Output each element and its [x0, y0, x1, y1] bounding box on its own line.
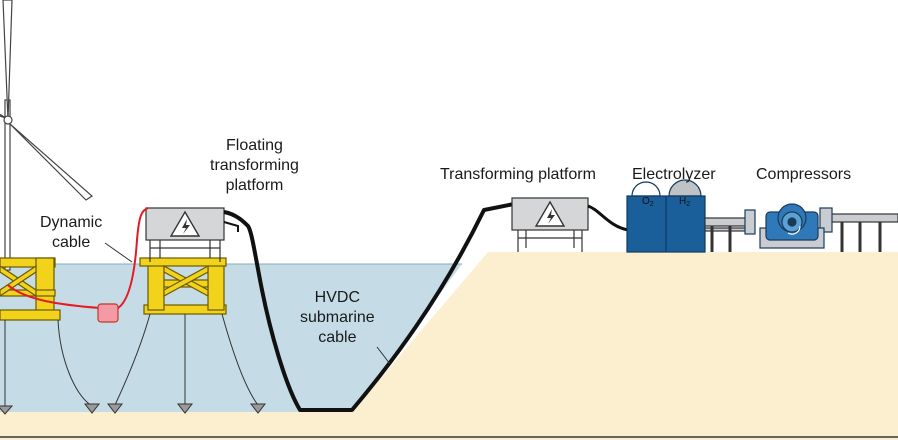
gas-pipeline — [704, 213, 898, 252]
pump-icon — [787, 225, 801, 235]
hvdc-submarine-cable — [223, 202, 515, 412]
h2-label: H2 — [679, 196, 690, 208]
floating-platform-label-line-3: platform — [225, 177, 284, 194]
compressor — [744, 203, 833, 249]
electrolyzer — [626, 179, 706, 253]
anchor-icon — [0, 403, 101, 415]
turbine-floating-platform — [0, 257, 61, 321]
hvdc-cable-label: HVDC submarine cable — [300, 288, 375, 348]
land — [0, 252, 898, 440]
o2-label: O2 — [642, 196, 654, 208]
floating-transforming-platform — [106, 207, 267, 414]
hvdc-cable-label-line-3: cable — [318, 329, 357, 346]
dynamic-cable-label-line-2: cable — [51, 234, 91, 251]
hvdc-cable-return — [223, 221, 239, 232]
floating-platform-label-line-2: transforming — [210, 157, 299, 174]
dynamic-cable-pointer — [104, 242, 133, 263]
compressors-label: Compressors — [756, 166, 852, 183]
cable-connector — [97, 303, 119, 323]
hvdc-cable-label-line-1: HVDC — [314, 289, 361, 306]
dynamic-cable-label: Dynamic cable — [40, 213, 102, 253]
turbine-mooring-lines — [4, 319, 93, 410]
sea — [0, 264, 462, 412]
floating-platform-label-line-1: Floating — [226, 137, 283, 154]
onshore-transforming-platform — [511, 197, 589, 252]
dynamic-cable-label-line-1: Dynamic — [40, 214, 103, 231]
electrolyzer-label: Electrolyzer — [632, 166, 716, 183]
high-voltage-icon — [169, 210, 201, 237]
transformer-to-electrolyzer-cable — [587, 204, 629, 232]
floating-platform-label: Floating transforming platform — [210, 136, 299, 196]
wind-turbine-icon — [0, 0, 93, 271]
hvdc-cable-label-line-2: submarine — [300, 309, 375, 326]
transforming-platform-label: Transforming platform — [440, 166, 596, 183]
hvdc-cable-pointer — [376, 346, 391, 365]
